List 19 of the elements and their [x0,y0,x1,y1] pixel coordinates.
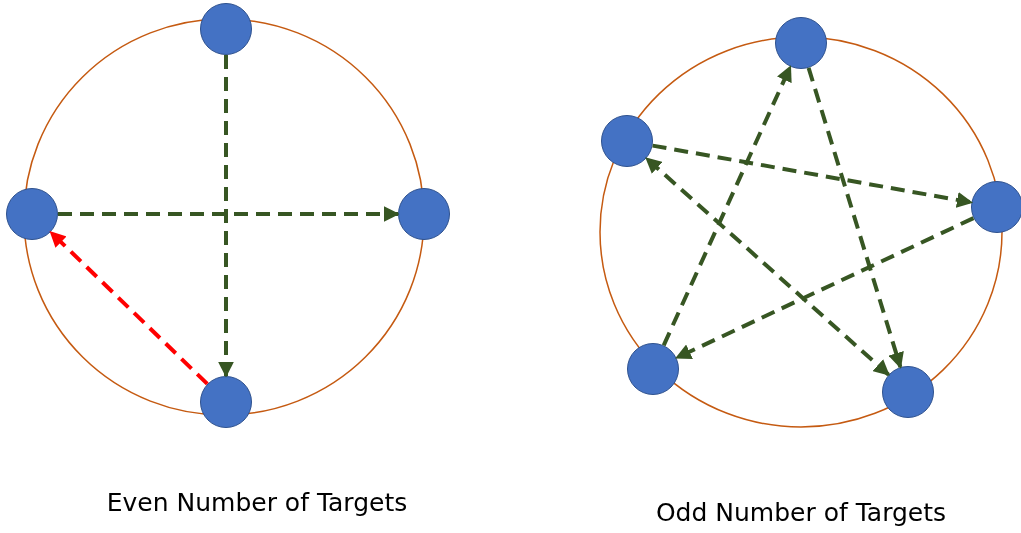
arrow [661,65,793,347]
caption-text: Even Number of Targets [106,488,408,517]
circle-node [775,17,827,69]
arrow [645,156,890,377]
circle-node [971,181,1021,233]
circle-node [627,343,679,395]
arrow [675,216,975,360]
arrow [652,143,973,208]
arrow [58,206,400,222]
circle-node [601,115,653,167]
circle-node [200,3,252,55]
arrow [218,55,234,378]
circle-node [200,376,252,428]
arrow [806,67,904,369]
circle-node [398,188,450,240]
circle-node [6,188,58,240]
arrow [49,230,209,386]
circle-node [882,366,934,418]
caption-text: Odd Number of Targets [655,498,947,527]
